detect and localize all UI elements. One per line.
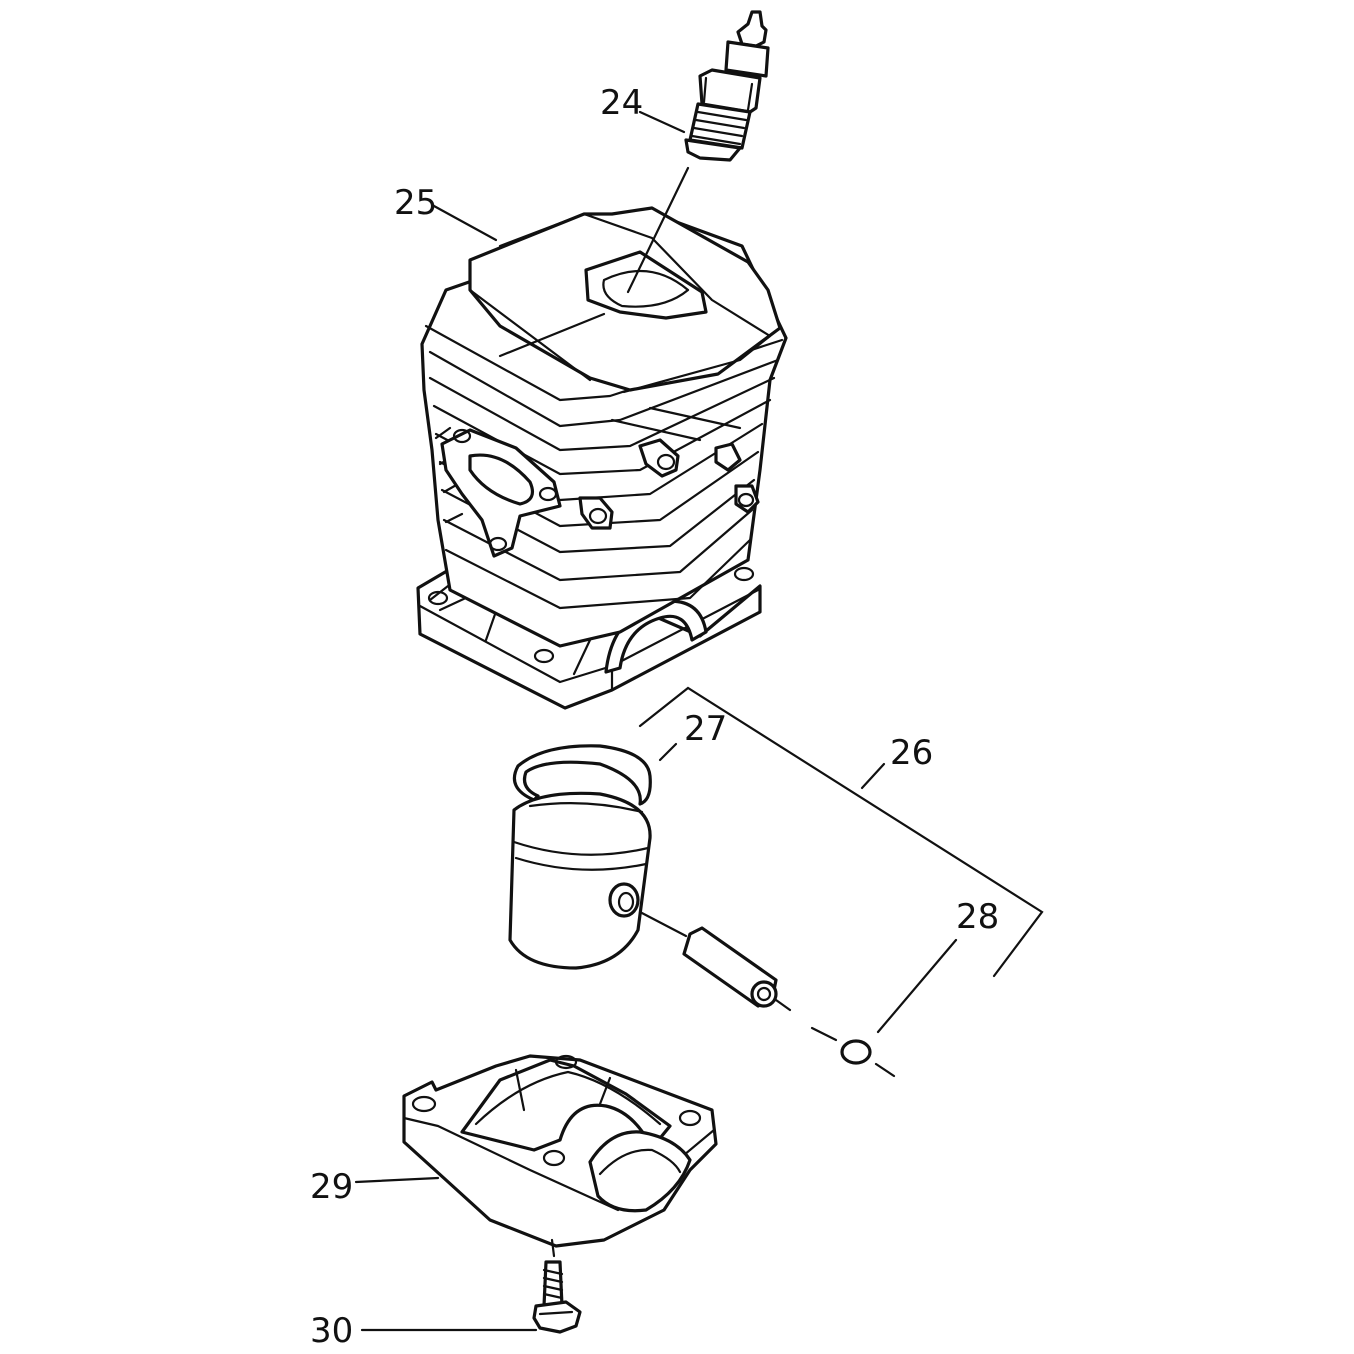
callout-24: 24 (600, 83, 643, 123)
callout-25: 25 (394, 183, 437, 223)
spark-plug[interactable] (684, 10, 770, 162)
screw[interactable] (532, 1238, 582, 1334)
callout-numbers: 24 25 27 26 28 29 30 (310, 83, 999, 1351)
callout-30: 30 (310, 1311, 353, 1351)
leader-lines (354, 110, 1044, 1332)
cylinder[interactable] (416, 206, 788, 710)
crankcase[interactable] (402, 1054, 718, 1248)
callout-26: 26 (890, 733, 933, 773)
piston[interactable] (508, 791, 688, 970)
piston-pin[interactable] (682, 926, 792, 1012)
alignment-lines (498, 166, 690, 358)
callout-27: 27 (684, 709, 727, 749)
piston-ring[interactable] (512, 744, 652, 806)
circlip[interactable] (810, 1026, 896, 1078)
callout-28: 28 (956, 897, 999, 937)
callout-29: 29 (310, 1167, 353, 1207)
